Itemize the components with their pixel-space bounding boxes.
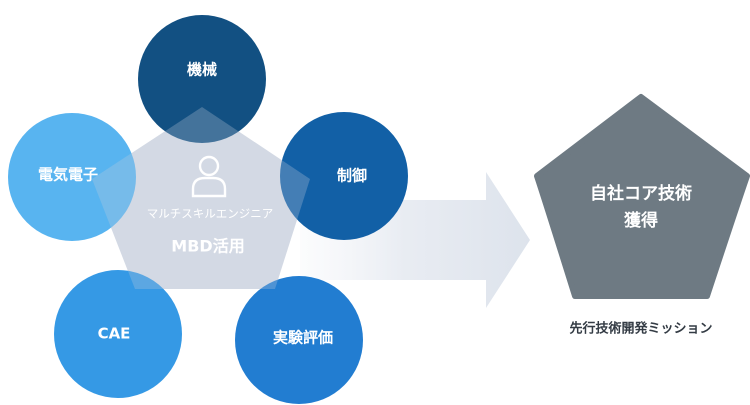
circle-cae	[54, 270, 182, 398]
person-icon	[191, 155, 227, 198]
label-control: 制御	[337, 167, 367, 185]
label-experiment: 実験評価	[273, 329, 333, 347]
goal-caption: 先行技術開発ミッション	[569, 321, 712, 337]
label-cae: CAE	[98, 325, 131, 343]
center-title: MBD活用	[171, 237, 244, 256]
goal-title-line2: 獲得	[624, 210, 658, 231]
center-pentagon-overlay	[92, 107, 310, 289]
circle-mechanical	[138, 15, 266, 143]
goal-pentagon	[534, 94, 750, 299]
circle-experiment	[235, 276, 363, 404]
center-pentagon	[92, 107, 310, 289]
center-subtitle: マルチスキルエンジニア	[147, 207, 274, 221]
skill-circles	[8, 15, 408, 404]
circle-electrical	[8, 113, 136, 241]
label-mechanical: 機械	[187, 61, 217, 79]
goal-title-line1: 自社コア技術	[590, 183, 692, 204]
label-electrical: 電気電子	[38, 166, 98, 184]
circle-control	[280, 112, 408, 240]
